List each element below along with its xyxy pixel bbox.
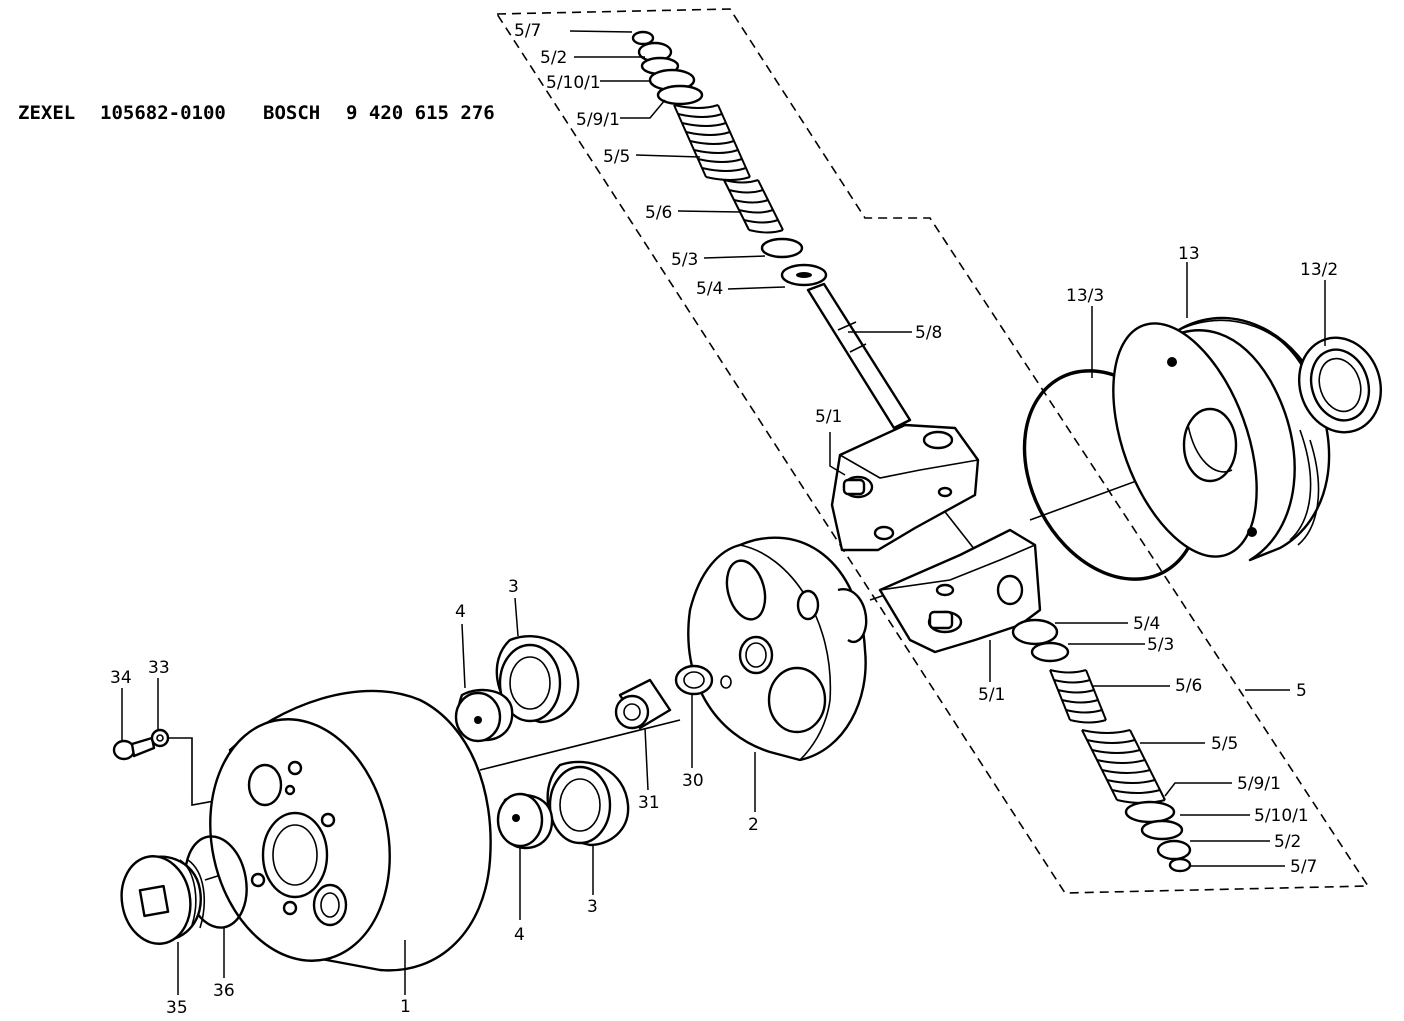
label-3-lower: 3 xyxy=(587,897,598,917)
label-5-8: 5/8 xyxy=(915,323,942,343)
label-4-lower: 4 xyxy=(514,925,525,945)
assembly-5-boundary xyxy=(495,8,1370,894)
label-5-3-top: 5/3 xyxy=(671,250,698,270)
label-1: 1 xyxy=(400,997,411,1017)
label-5-6-bottom: 5/6 xyxy=(1175,676,1202,696)
header-brand-2: BOSCH xyxy=(263,102,320,124)
upper-spring-outer xyxy=(673,104,751,181)
cam-ring-2 xyxy=(687,536,868,762)
roller-3-lower xyxy=(546,760,630,847)
roller-3-upper xyxy=(495,635,580,724)
label-36: 36 xyxy=(213,981,235,1001)
bearing-13-2 xyxy=(1297,336,1383,434)
label-5-1-lower: 5/1 xyxy=(978,685,1005,705)
washer-33 xyxy=(150,728,170,748)
leader-lines xyxy=(121,30,1326,995)
label-5-7-top: 5/7 xyxy=(514,21,541,41)
plunger-5-8 xyxy=(806,282,912,430)
label-30: 30 xyxy=(682,771,704,791)
lower-valve-stack xyxy=(1011,618,1192,873)
header: ZEXEL 105682-0100 BOSCH 9 420 615 276 xyxy=(18,102,495,124)
label-34: 34 xyxy=(110,668,132,688)
part-labels: 5/7 5/2 5/10/1 5/9/1 5/5 5/6 5/3 5/4 5/8… xyxy=(110,21,1338,1018)
upper-spring-inner xyxy=(723,179,784,234)
bushing-31 xyxy=(614,678,672,730)
lower-spring-inner xyxy=(1049,669,1107,724)
label-5-6-top: 5/6 xyxy=(645,203,672,223)
label-5-5-top: 5/5 xyxy=(603,147,630,167)
label-5-2-top: 5/2 xyxy=(540,48,567,68)
label-31: 31 xyxy=(638,793,660,813)
housing-1 xyxy=(209,689,492,972)
label-5-1-upper: 5/1 xyxy=(815,407,842,427)
header-part-number-1: 105682-0100 xyxy=(100,102,226,124)
cover-13 xyxy=(1112,316,1331,562)
label-13: 13 xyxy=(1178,244,1200,264)
label-3-upper: 3 xyxy=(508,577,519,597)
label-5-4-bottom: 5/4 xyxy=(1133,614,1160,634)
label-5-9-1-top: 5/9/1 xyxy=(576,110,620,130)
label-5-3-bottom: 5/3 xyxy=(1147,635,1174,655)
header-brand-1: ZEXEL xyxy=(18,102,75,124)
lower-housing-block xyxy=(878,528,1042,654)
upper-valve-stack xyxy=(631,30,912,430)
shoe-4-lower xyxy=(496,792,554,850)
label-5-4-top: 5/4 xyxy=(696,279,723,299)
label-5-10-1-top: 5/10/1 xyxy=(546,73,601,93)
upper-housing-block xyxy=(830,423,980,552)
label-13-3: 13/3 xyxy=(1066,286,1104,306)
plug-35 xyxy=(120,855,206,945)
washer-30 xyxy=(674,664,714,696)
label-5-2-bottom: 5/2 xyxy=(1274,832,1301,852)
label-4-upper: 4 xyxy=(455,602,466,622)
label-35: 35 xyxy=(166,998,188,1018)
label-2: 2 xyxy=(748,815,759,835)
label-5-10-1-bottom: 5/10/1 xyxy=(1254,806,1309,826)
label-5-7-bottom: 5/7 xyxy=(1290,857,1317,877)
header-part-number-2: 9 420 615 276 xyxy=(346,102,495,124)
lower-spring-outer xyxy=(1081,729,1166,804)
label-33: 33 xyxy=(148,658,170,678)
shoe-4-upper xyxy=(454,688,514,743)
label-assembly-5: 5 xyxy=(1296,681,1307,701)
label-13-2: 13/2 xyxy=(1300,260,1338,280)
label-5-9-1-bottom: 5/9/1 xyxy=(1237,774,1281,794)
label-5-5-bottom: 5/5 xyxy=(1211,734,1238,754)
screw-34 xyxy=(112,736,156,761)
